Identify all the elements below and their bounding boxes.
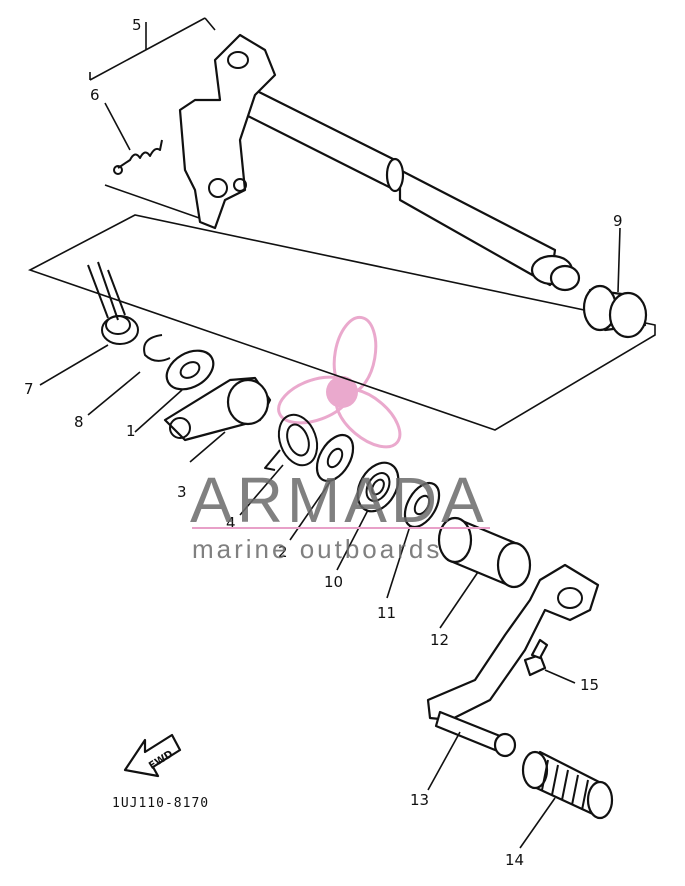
catalog-code: 1UJ110-8170	[112, 796, 209, 811]
label-9: 9	[613, 212, 623, 230]
oil-seal	[356, 461, 400, 513]
label-6: 6	[90, 86, 100, 104]
watermark-tagline: marine outboards	[192, 534, 442, 564]
spring-small	[113, 139, 163, 175]
label-7: 7	[24, 380, 34, 398]
bolt	[523, 638, 549, 677]
label-1: 1	[126, 422, 136, 440]
label-5: 5	[132, 16, 142, 34]
washer-1	[165, 349, 215, 391]
washer-11	[403, 481, 441, 529]
shift-shaft	[178, 33, 581, 292]
circlip	[143, 334, 171, 362]
label-8: 8	[74, 413, 84, 431]
label-14: 14	[505, 851, 524, 869]
part-labels: 5 6 9 7 8 1 3 4 2 10 11 12 15 13 14	[24, 16, 623, 869]
torsion-spring-7	[87, 261, 139, 345]
collar	[582, 284, 648, 339]
spring-4	[264, 413, 319, 471]
fwd-arrow-icon: FWD	[123, 733, 182, 778]
washer-2	[315, 433, 355, 483]
label-4: 4	[226, 514, 236, 532]
watermark-logo	[277, 315, 402, 449]
label-10: 10	[324, 573, 343, 591]
pedal-rubber	[521, 750, 614, 820]
leader-lines	[39, 22, 621, 849]
group-box-lower	[27, 214, 656, 431]
label-11: 11	[377, 604, 396, 622]
label-15: 15	[580, 676, 599, 694]
watermark-brand: ARMADA	[190, 464, 488, 536]
shift-pedal	[426, 563, 600, 758]
label-2: 2	[278, 543, 288, 561]
label-3: 3	[177, 483, 187, 501]
shift-arm	[163, 376, 272, 442]
label-12: 12	[430, 631, 449, 649]
group-box-upper	[89, 17, 216, 221]
label-13: 13	[410, 791, 429, 809]
